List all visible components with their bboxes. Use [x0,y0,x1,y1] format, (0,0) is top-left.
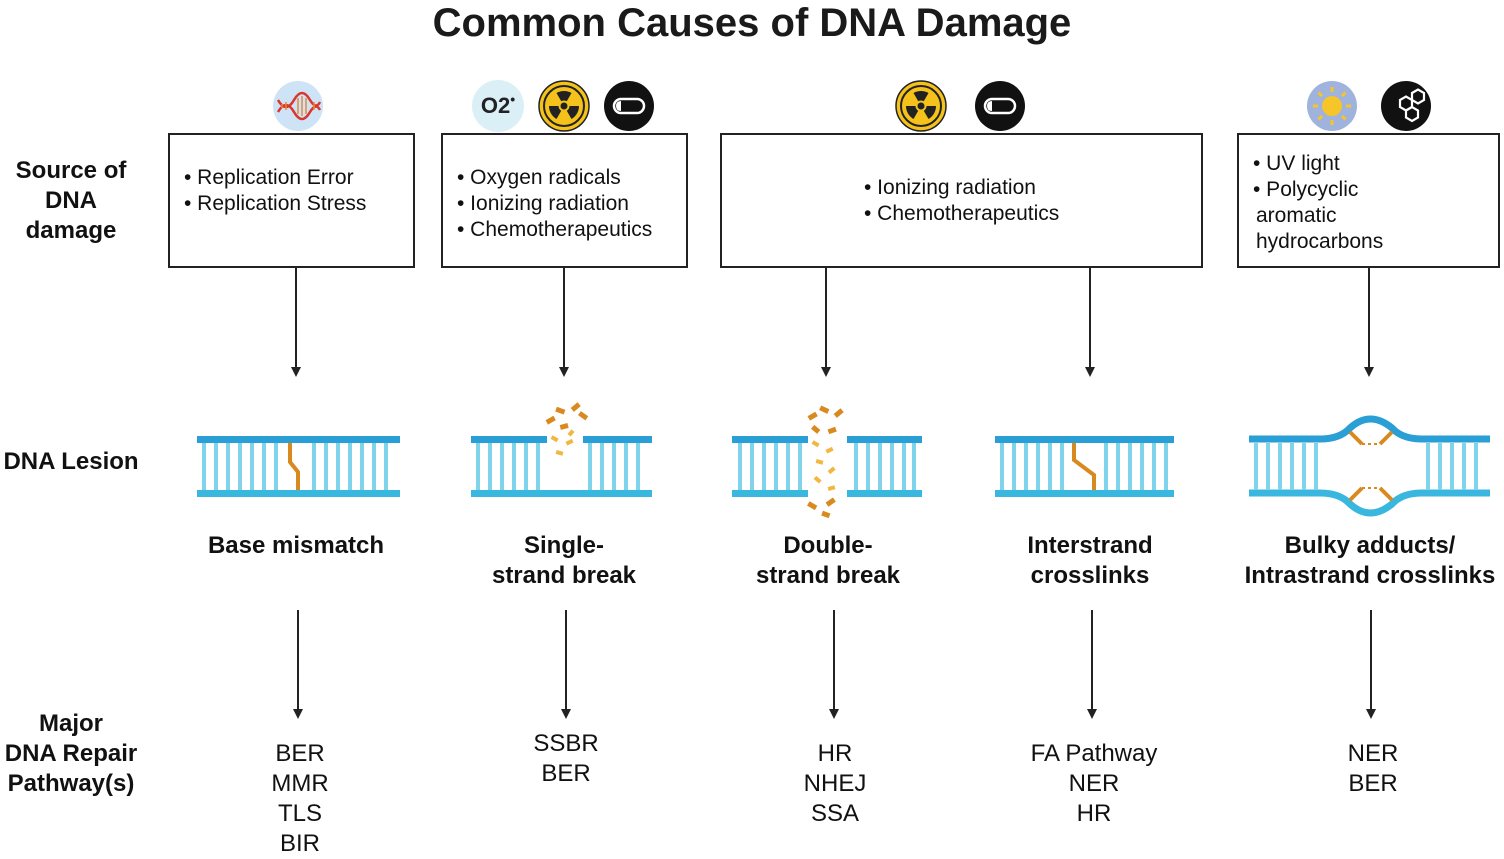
lesion-label-line: crosslinks [1030,562,1150,589]
repair-list-double-strand-break: HR NHEJ SSA [755,739,915,829]
lesion-label-line: Intrastrand crosslinks [1244,562,1496,589]
row-label-lesion: DNA Lesion [3,448,139,475]
dna-base-mismatch [197,436,400,497]
dna-double-strand-break [732,405,922,519]
repair-list-bulky-adducts: NER BER [1293,739,1453,799]
repair-pathway: HR [1076,800,1112,827]
repair-pathway: BER [541,760,591,787]
oxygen-radical-icon: O2• [472,80,524,132]
pill-icon [975,81,1025,131]
lesion-label-interstrand-crosslinks: Interstrand crosslinks [970,531,1210,591]
source-box-oxidative: • Oxygen radicals • Ionizing radiation •… [441,133,688,268]
hexagon-molecule-icon [1381,81,1431,131]
repair-pathway: BIR [279,830,320,857]
lesion-label-base-mismatch: Base mismatch [176,531,416,561]
source-text: • Replication Error [184,166,354,189]
repair-pathway: NHEJ [803,770,867,797]
source-text: • Ionizing radiation [864,175,1036,199]
lesion-label-line: Bulky adducts/ [1284,532,1456,559]
page-title: Common Causes of DNA Damage [432,1,1072,45]
lesion-label-single-strand-break: Single- strand break [444,531,684,591]
repair-pathway: NER [1347,740,1399,767]
source-text: • Replication Stress [184,192,367,215]
radiation-icon [538,80,590,132]
row-label-repair: Major DNA Repair Pathway(s) [0,709,142,799]
row-label-source-line: Source of [15,157,127,184]
lesion-label-line: strand break [491,562,637,589]
repair-pathway: NER [1068,770,1120,797]
source-box-uv: • UV light • Polycyclic aromatic hydroca… [1237,133,1500,268]
repair-list-single-strand-break: SSBR BER [486,729,646,789]
lesion-label-line: Base mismatch [207,532,385,559]
source-text: • Ionizing radiation [457,192,629,215]
source-text: hydrocarbons [1256,230,1384,253]
repair-pathway: BER [275,740,325,767]
lesion-label-line: Interstrand [1027,532,1153,559]
repair-pathway: TLS [277,800,322,827]
repair-pathway: HR [817,740,853,767]
row-label-source-line: damage [25,217,117,244]
repair-pathway: SSA [810,800,860,827]
source-text: • Oxygen radicals [457,166,621,189]
pill-icon [604,81,654,131]
source-text: • UV light [1253,152,1340,175]
row-label-source: Source of DNA damage [0,156,142,246]
lesion-label-line: Double- [783,532,873,559]
repair-list-base-mismatch: BER MMR TLS BIR [220,739,380,859]
lesion-label-bulky-adducts: Bulky adducts/ Intrastrand crosslinks [1236,531,1504,591]
source-text: • Chemotherapeutics [457,218,653,241]
row-label-source-line: DNA [45,187,97,214]
source-text: aromatic [1256,204,1337,227]
source-text: • Polycyclic [1253,178,1359,201]
source-box-replication: • Replication Error • Replication Stress [168,133,415,268]
repair-list-interstrand-crosslinks: FA Pathway NER HR [1004,739,1184,829]
dna-single-strand-break [471,402,652,497]
radiation-icon [895,80,947,132]
dna-helix-icon [273,81,323,131]
dna-interstrand-crosslink [995,436,1174,497]
radical-dot: • [510,91,516,107]
repair-pathway: BER [1348,770,1398,797]
source-box-ionizing: • Ionizing radiation • Chemotherapeutics [720,133,1203,268]
row-label-repair-line: Pathway(s) [7,770,135,797]
repair-pathway: SSBR [533,730,599,757]
source-text: • Chemotherapeutics [864,201,1060,225]
oxygen-radical-label: O2 [480,93,511,118]
sun-icon [1307,81,1357,131]
lesion-label-line: Single- [523,532,604,559]
repair-pathway: FA Pathway [1030,740,1158,767]
row-label-repair-line: Major [38,710,103,737]
lesion-label-line: strand break [755,562,901,589]
row-label-repair-line: DNA Repair [4,740,138,767]
dna-bulky-adduct [1249,415,1490,517]
lesion-label-double-strand-break: Double- strand break [708,531,948,591]
repair-pathway: MMR [271,770,329,797]
